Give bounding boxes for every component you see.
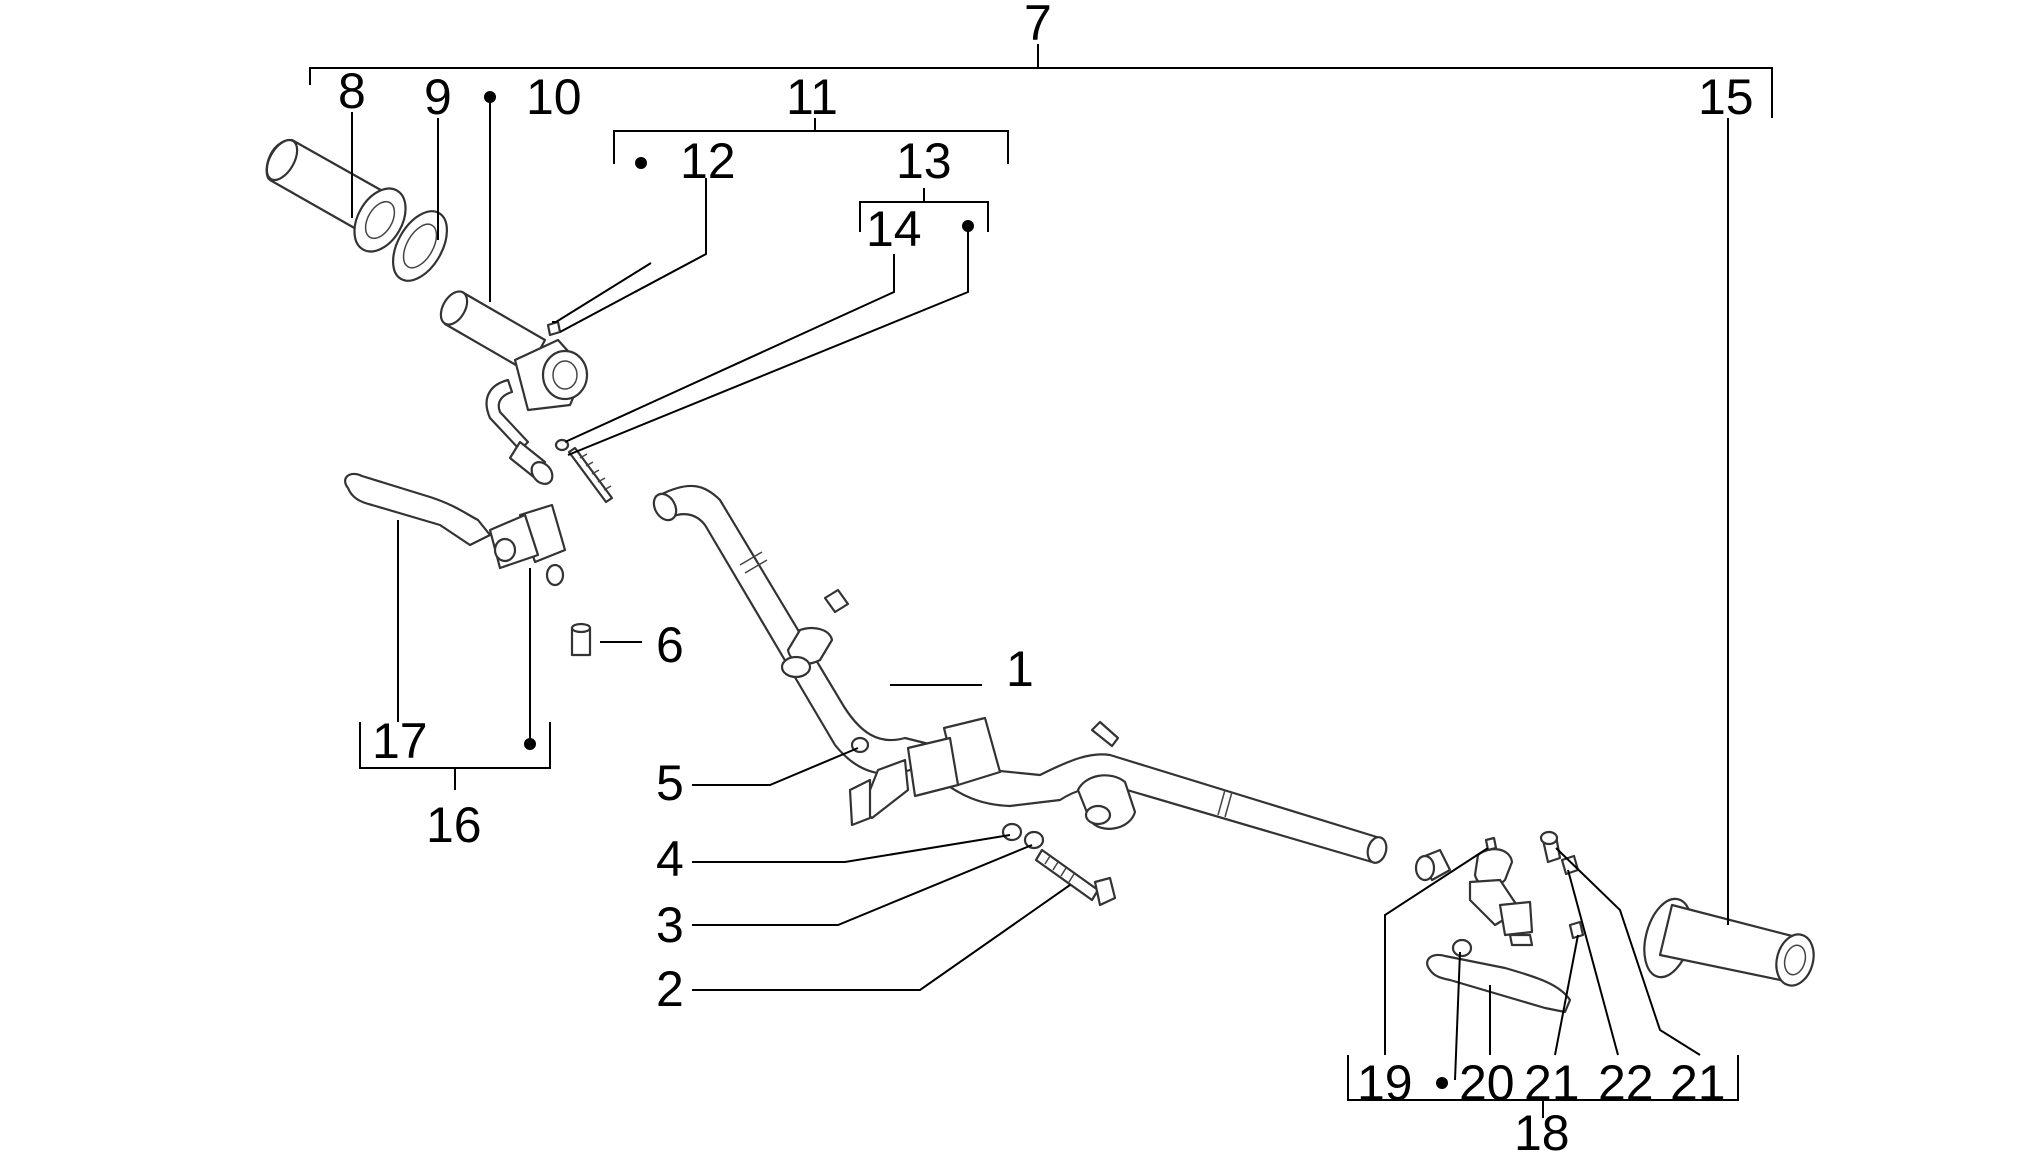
bracket-group-13 xyxy=(859,188,989,232)
leader-lines xyxy=(351,97,1729,1081)
bracket-group-16 xyxy=(359,722,551,790)
label-12: 12 xyxy=(680,133,736,189)
label-9: 9 xyxy=(424,69,452,125)
label-4: 4 xyxy=(656,831,684,887)
dot-marker-16 xyxy=(524,738,536,750)
label-11: 11 xyxy=(786,69,838,125)
dot-marker-10 xyxy=(484,91,496,103)
screw-part-19 xyxy=(1484,836,1498,852)
label-1: 1 xyxy=(1006,641,1034,697)
label-6: 6 xyxy=(656,617,684,673)
right-lever-mount xyxy=(1468,848,1534,947)
label-20: 20 xyxy=(1459,1055,1515,1111)
label-21-right: 21 xyxy=(1670,1055,1726,1111)
dot-marker-14 xyxy=(962,220,974,232)
bolt-part-2 xyxy=(1034,848,1117,907)
screw-part-21-a xyxy=(1568,920,1585,940)
dot-marker-12 xyxy=(635,157,647,169)
spring-part-22 xyxy=(1560,854,1580,876)
bracket-group-18 xyxy=(1347,1055,1739,1118)
throttle-control-assembly xyxy=(485,320,614,504)
label-5: 5 xyxy=(656,755,684,811)
label-21-left: 21 xyxy=(1524,1055,1580,1111)
left-brake-pump xyxy=(488,503,567,587)
label-13: 13 xyxy=(896,133,952,189)
label-17: 17 xyxy=(372,713,428,769)
label-8: 8 xyxy=(338,63,366,119)
label-10: 10 xyxy=(526,69,582,125)
label-7: 7 xyxy=(1024,0,1052,51)
bracket-group-11 xyxy=(613,118,1009,164)
label-2: 2 xyxy=(656,961,684,1017)
label-15: 15 xyxy=(1698,69,1754,125)
left-grip xyxy=(265,138,407,253)
dot-marker-19 xyxy=(1436,1077,1448,1089)
label-16: 16 xyxy=(426,797,482,853)
label-18: 18 xyxy=(1514,1105,1570,1153)
bracket-group-7 xyxy=(309,44,1773,118)
right-grip xyxy=(1643,897,1815,987)
label-14: 14 xyxy=(866,201,922,257)
left-brake-lever xyxy=(344,472,492,547)
washer-part-3 xyxy=(1023,830,1045,850)
screw-part-21-b xyxy=(1539,830,1562,864)
rubber-plug xyxy=(1414,848,1452,882)
label-3: 3 xyxy=(656,897,684,953)
label-22: 22 xyxy=(1598,1055,1654,1111)
right-brake-lever xyxy=(1426,938,1572,1014)
pin-part-6 xyxy=(570,622,592,657)
handlebar-tube xyxy=(652,484,1388,864)
washer-part-4 xyxy=(1001,822,1023,842)
label-19: 19 xyxy=(1357,1055,1413,1111)
